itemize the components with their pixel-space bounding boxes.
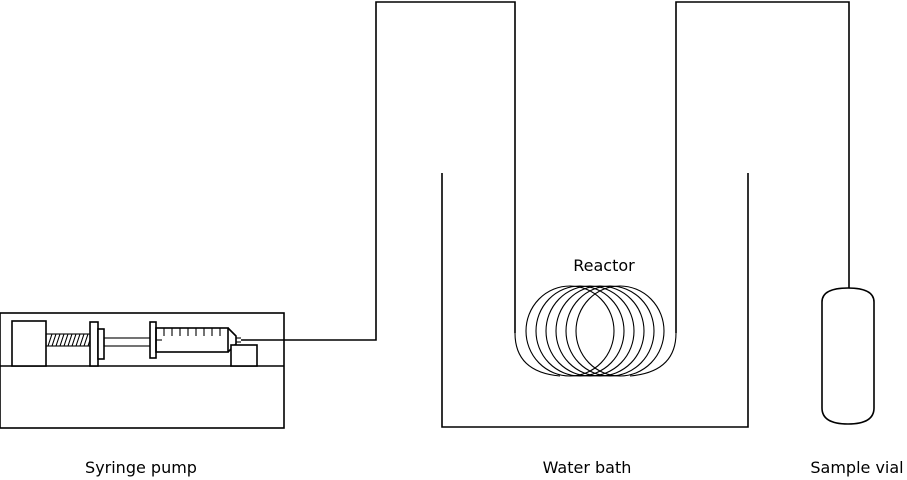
pusher-block (89, 321, 99, 367)
reactor-coil (514, 285, 677, 377)
syringe-holder (230, 344, 258, 367)
plunger-rod (103, 337, 153, 347)
syringe-barrel (155, 327, 241, 353)
inlet-tubing (241, 1, 516, 341)
outlet-tubing (675, 1, 850, 333)
syringe-pump (0, 312, 285, 429)
barrel-flange (149, 321, 157, 359)
sample-vial (821, 287, 875, 425)
water-bath (441, 173, 749, 428)
label-reactor: Reactor (573, 256, 635, 275)
label-water-bath: Water bath (543, 458, 632, 477)
pump-housing (0, 312, 285, 429)
pump-drive-block (11, 320, 47, 367)
label-sample-vial: Sample vial (810, 458, 903, 477)
label-syringe-pump: Syringe pump (85, 458, 197, 477)
plunger-flange (97, 328, 105, 360)
